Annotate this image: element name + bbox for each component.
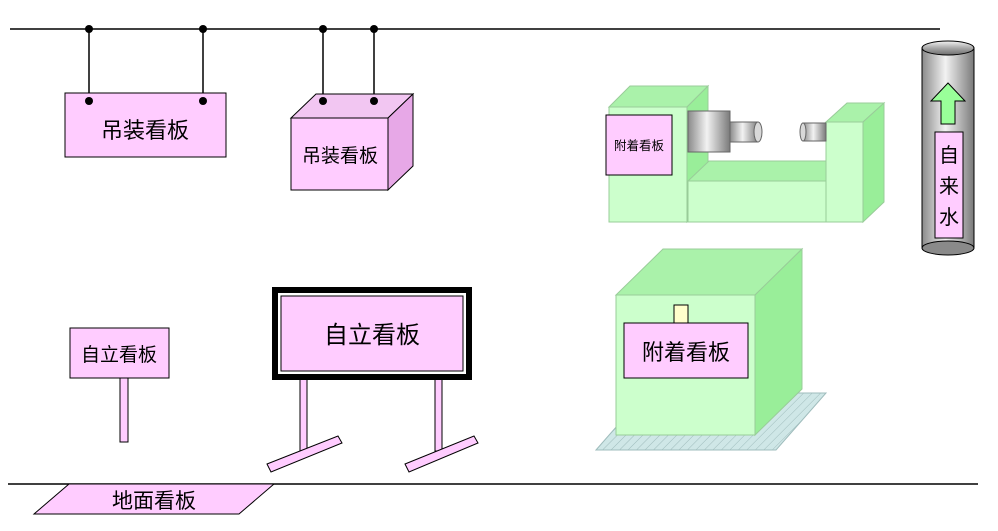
- large-standing-board-label: 自立看板: [324, 321, 420, 349]
- hanging-flat-board-label: 吊装看板: [101, 119, 189, 144]
- machine-attached-board: [605, 114, 673, 176]
- large-standing-board-panel: [280, 295, 464, 372]
- arrow-up-icon: [929, 82, 967, 125]
- tap-water-label-2: 来: [939, 174, 959, 198]
- hanging-box-board-label: 吊装看板: [302, 145, 378, 167]
- small-standing-board-label: 自立看板: [81, 344, 157, 366]
- water-pipe: 自 来 水: [921, 40, 975, 256]
- box-on-pallet: 附着看板: [594, 247, 828, 451]
- tap-water-label-3: 水: [939, 205, 959, 229]
- hanging-box-board-front: [290, 117, 389, 191]
- board-clip: [673, 304, 689, 326]
- floor-board-label: 地面看板: [112, 489, 196, 513]
- machine-with-attached-board: 附着看板: [605, 84, 886, 224]
- box-attached-board-label: 附着看板: [642, 341, 730, 366]
- hanging-flat-board: 吊装看板: [64, 25, 227, 158]
- tap-water-label-1: 自: [939, 143, 959, 167]
- box-attached-board: [623, 322, 749, 379]
- machine-attached-board-label: 附着看板: [614, 138, 665, 153]
- small-standing-board-panel: [69, 327, 170, 379]
- floor-board-panel: [32, 483, 276, 515]
- large-standing-board: 自立看板: [266, 287, 479, 473]
- floor-board: 地面看板: [32, 483, 276, 515]
- small-standing-board: 自立看板: [69, 327, 170, 443]
- hanging-box-board: 吊装看板: [289, 25, 415, 192]
- tap-water-board: [934, 131, 964, 239]
